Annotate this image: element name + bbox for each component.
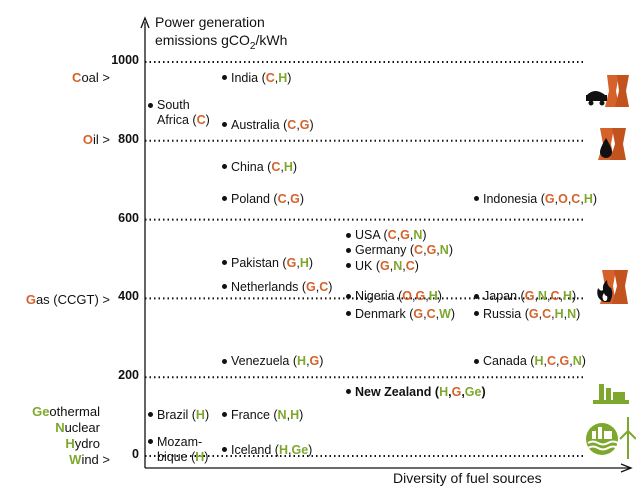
point-marker — [222, 411, 227, 417]
point-marker — [222, 74, 227, 80]
point-marker — [346, 232, 351, 238]
point-marker — [222, 283, 227, 289]
point-brazil: Brazil (H) — [148, 408, 209, 423]
point-netherlands: Netherlands (G,C) — [222, 280, 332, 295]
point-marker — [222, 447, 227, 453]
y-tick-label-400: 400 — [118, 289, 139, 304]
point-marker — [474, 358, 479, 364]
point-poland: Poland (C,G) — [222, 192, 304, 207]
point-germany: Germany (C,G,N) — [346, 243, 453, 258]
chart-title: Power generation emissions gCO2/kWh — [155, 13, 287, 56]
point-indonesia: Indonesia (G,O,C,H) — [474, 192, 597, 207]
point-marker — [474, 196, 479, 202]
fuel-label-hydro: Hydro — [65, 436, 100, 451]
oil-plant-icon — [598, 128, 626, 160]
point-uk: UK (G,N,C) — [346, 259, 419, 274]
point-marker — [346, 247, 351, 253]
coal-plant-icon — [586, 75, 629, 107]
point-nigeria: Nigeria (O,G,H) — [346, 289, 442, 304]
gas-plant-icon — [597, 270, 628, 304]
point-marker — [222, 164, 227, 170]
point-japan: Japan (G,N,C,H) — [474, 289, 576, 304]
point-canada: Canada (H,C,G,N) — [474, 354, 586, 369]
y-tick-label-0: 0 — [132, 447, 139, 461]
y-tick-label-1000: 1000 — [111, 53, 139, 67]
point-pakistan: Pakistan (G,H) — [222, 256, 313, 271]
point-marker — [346, 293, 351, 299]
point-new-zealand: New Zealand (H,G,Ge) — [346, 385, 486, 400]
fuel-label-coal: Coal > — [72, 70, 110, 85]
point-marker — [346, 311, 351, 317]
geothermal-plant-icon — [593, 384, 629, 404]
fuel-label-geothermal: Geothermal — [32, 404, 100, 419]
point-france: France (N,H) — [222, 408, 303, 423]
point-marker — [474, 311, 479, 317]
point-mozambique: Mozam-bique (H) — [148, 435, 208, 465]
fuel-label-oil: Oil > — [82, 132, 110, 147]
point-usa: USA (C,G,N) — [346, 228, 427, 243]
point-marker — [148, 411, 153, 417]
point-russia: Russia (G,C,H,N) — [474, 307, 580, 322]
y-tick-label-600: 600 — [118, 210, 139, 225]
point-marker — [346, 262, 351, 268]
point-marker — [148, 102, 153, 108]
point-india: India (C,H) — [222, 71, 291, 86]
y-axis-arrow — [140, 16, 150, 29]
point-venezuela: Venezuela (H,G) — [222, 354, 323, 369]
point-marker — [474, 293, 479, 299]
point-marker — [346, 389, 351, 395]
fuel-label-gas: Gas (CCGT) > — [25, 292, 110, 307]
point-china: China (C,H) — [222, 160, 297, 175]
title-line-2: emissions gCO2/kWh — [155, 32, 288, 52]
point-marker — [222, 260, 227, 266]
point-marker — [222, 358, 227, 364]
point-denmark: Denmark (G,C,W) — [346, 307, 455, 322]
point-marker — [222, 122, 227, 128]
y-tick-label-800: 800 — [118, 131, 139, 146]
point-iceland: Iceland (H,Ge) — [222, 443, 312, 458]
x-axis-label: Diversity of fuel sources — [393, 470, 542, 486]
fuel-label-nuclear: Nuclear — [55, 420, 100, 435]
point-australia: Australia (C,G) — [222, 118, 314, 133]
fuel-label-wind: Wind > — [69, 452, 110, 467]
point-marker — [222, 196, 227, 202]
title-line-1: Power generation — [155, 14, 265, 30]
y-tick-label-200: 200 — [118, 368, 139, 383]
point-marker — [148, 439, 153, 445]
hydro-wind-icon — [586, 417, 636, 459]
x-axis-arrow — [620, 463, 633, 473]
